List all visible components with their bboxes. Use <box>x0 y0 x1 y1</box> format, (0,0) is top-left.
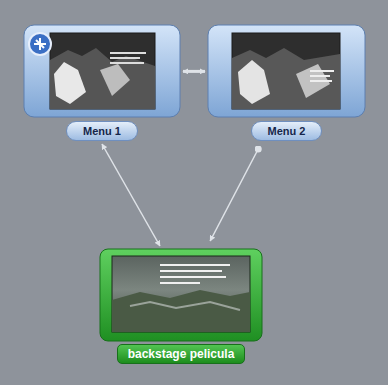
menu-node: Menu 2 <box>208 25 365 141</box>
node-label: backstage pelicula <box>117 344 246 364</box>
node-label: Menu 2 <box>251 121 323 141</box>
menu-thumbnail <box>24 25 180 117</box>
map-connector <box>102 144 160 246</box>
menu-node: Menu 1 <box>24 25 180 141</box>
map-connector <box>183 70 205 73</box>
clip-thumbnail <box>100 249 262 341</box>
clip-node: backstage pelicula <box>100 249 262 364</box>
node-label: Menu 1 <box>66 121 138 141</box>
map-connector <box>210 149 258 241</box>
menu-thumbnail <box>208 25 365 117</box>
